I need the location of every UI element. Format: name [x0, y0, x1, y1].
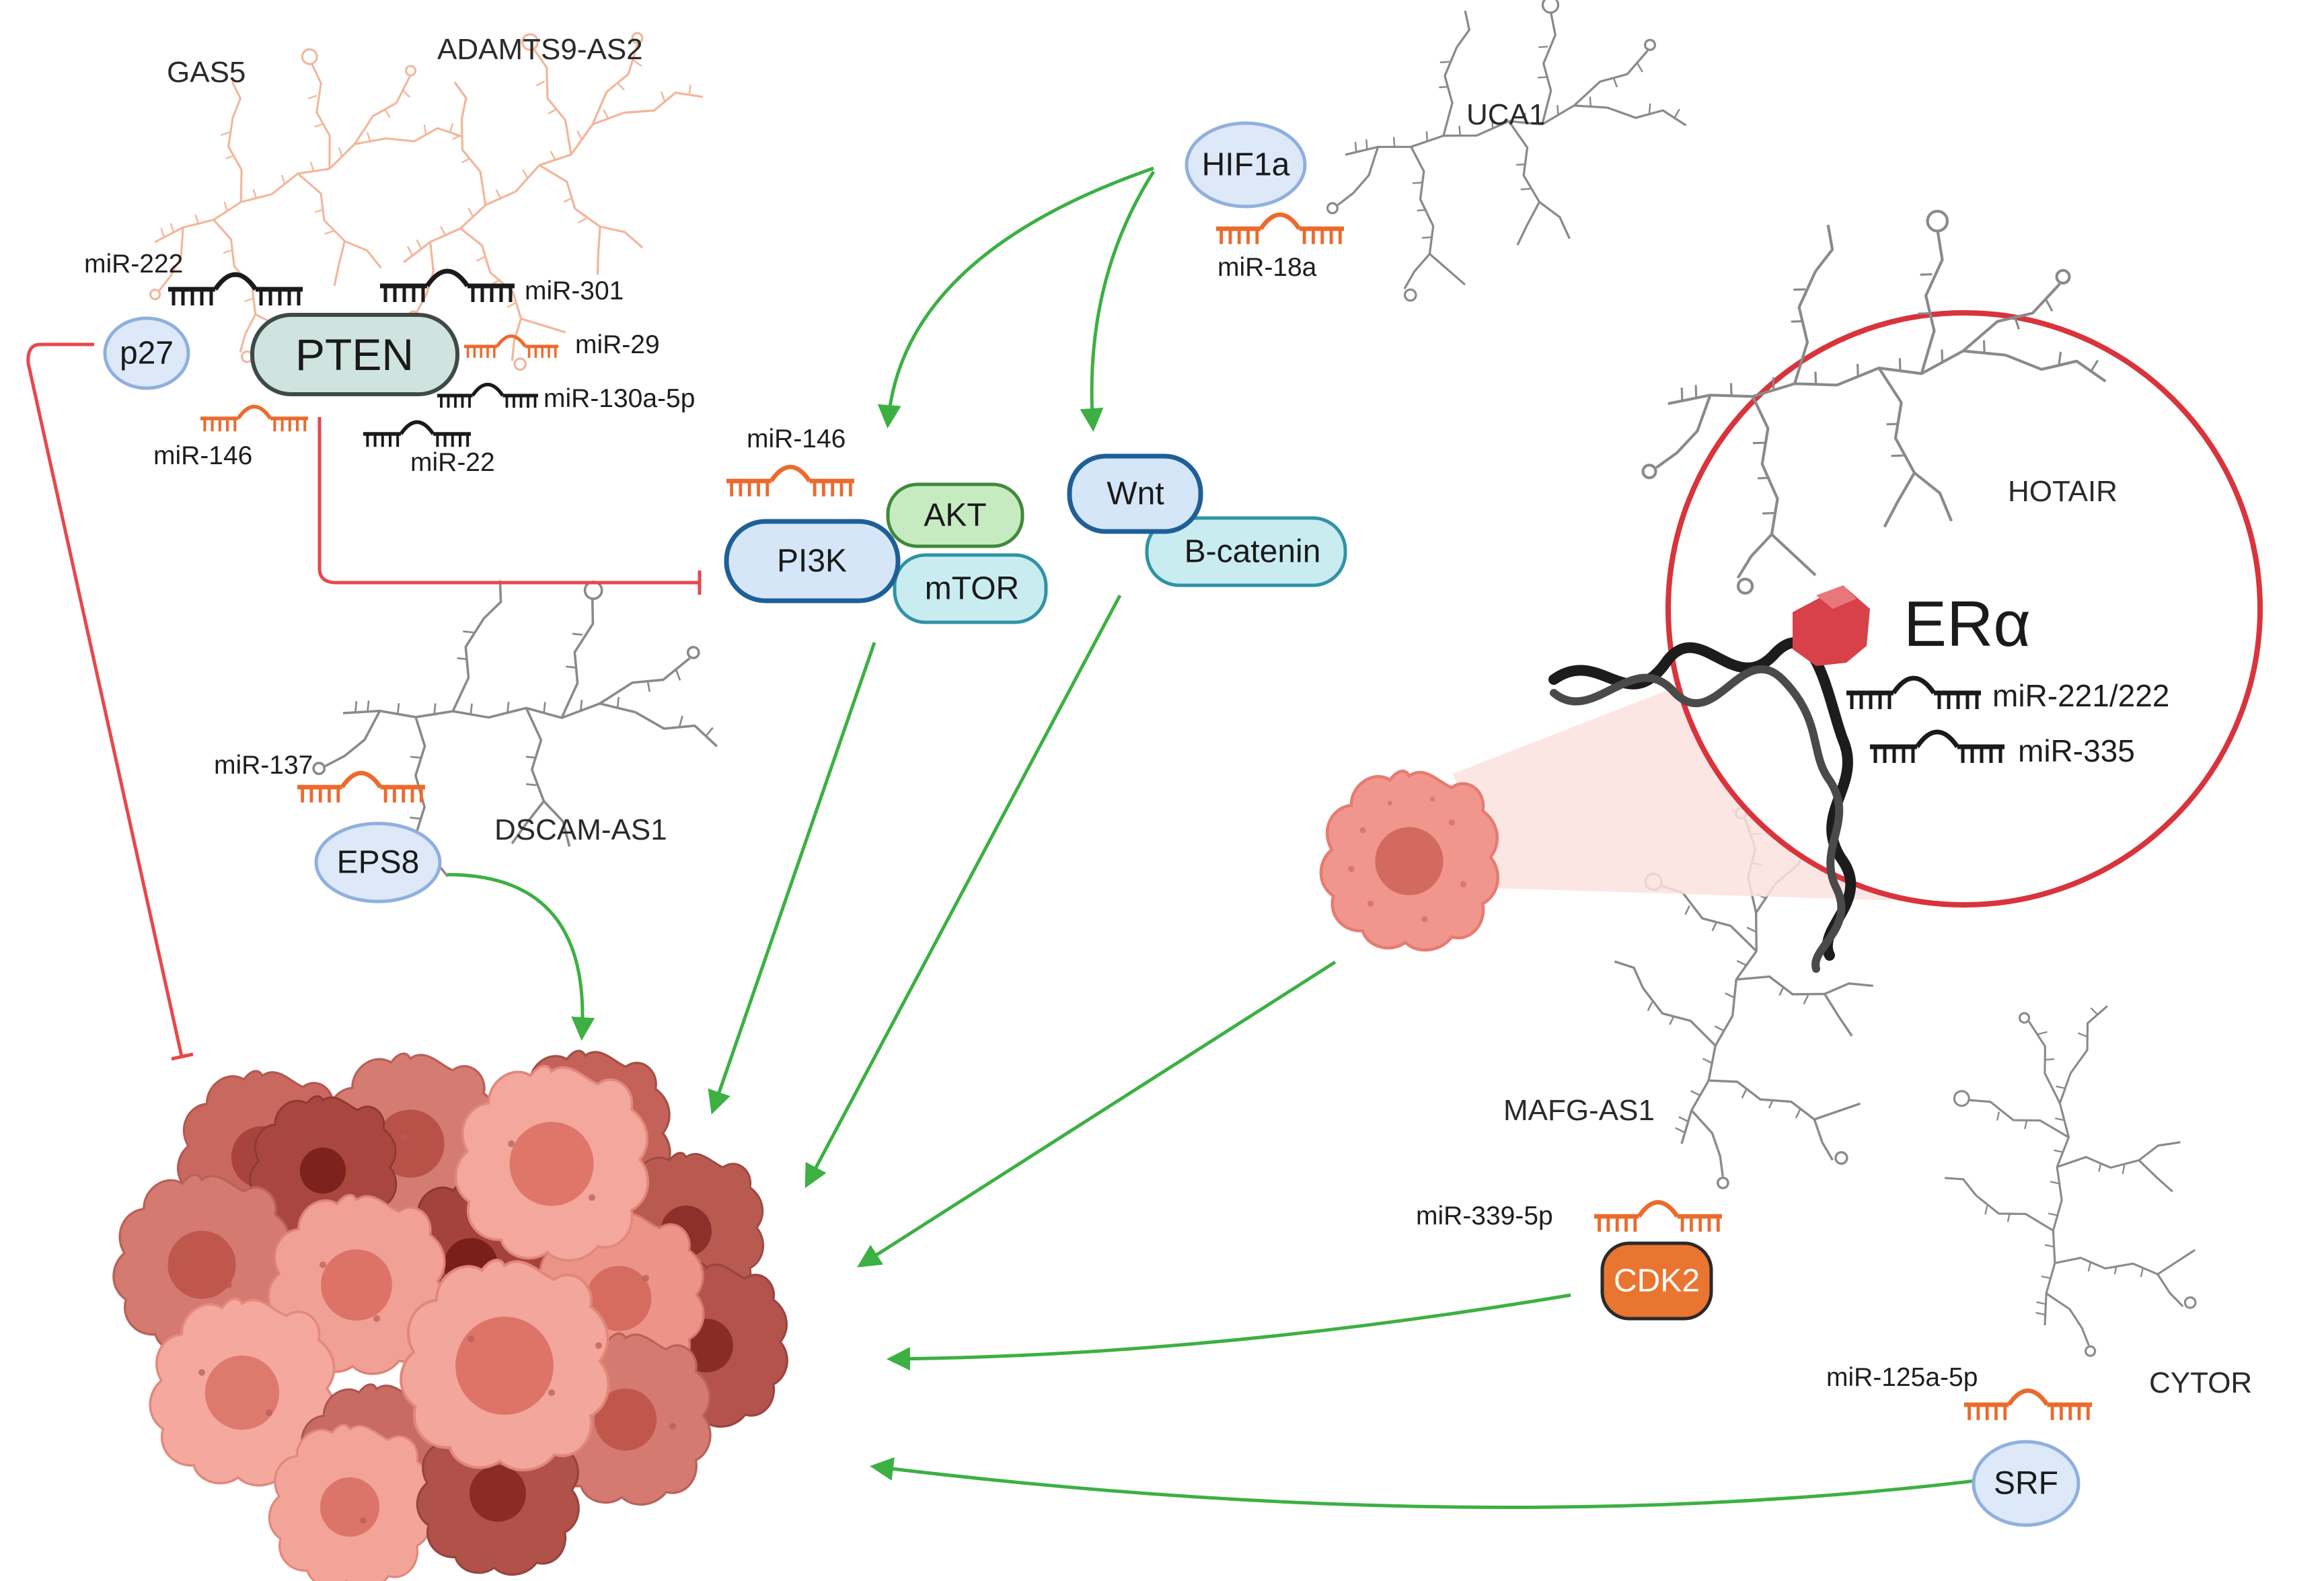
adamts9-as2-label: ADAMTS9-AS2	[437, 33, 643, 66]
wnt-label: Wnt	[1107, 476, 1164, 512]
wnt-node	[1067, 453, 1203, 534]
uca1-label: UCA1	[1466, 98, 1545, 131]
mir-339-5p-icon	[1594, 1202, 1722, 1232]
akt-node	[886, 482, 1024, 548]
mtor-node	[893, 553, 1048, 624]
mir-137-icon	[297, 773, 425, 803]
mir-146-pi3k-icon	[726, 467, 854, 497]
p27-inhibits-tumor-line	[26, 342, 184, 1057]
estrogen-receptor-icon	[1793, 585, 1870, 666]
cell-to-tumor-arrow	[857, 960, 1337, 1267]
pi3k-label: PI3K	[777, 544, 847, 579]
hif1a-label: HIF1a	[1202, 147, 1290, 183]
era-label: ERα	[1904, 588, 2031, 660]
b-catenin-label: B-catenin	[1185, 534, 1321, 570]
pi3k-node	[724, 519, 901, 603]
p27-node	[103, 316, 190, 390]
dscam-as1-label: DSCAM-AS1	[494, 813, 667, 846]
eps8-label: EPS8	[337, 845, 420, 881]
pi3k-to-tumor-arrow	[708, 642, 876, 1115]
srf-label: SRF	[1994, 1466, 2058, 1502]
gas5-label: GAS5	[167, 56, 246, 89]
srf-to-tumor-arrow	[870, 1457, 1982, 1509]
cdk2-to-tumor-arrow	[887, 1293, 1571, 1371]
mir-130a-5p-label: miR-130a-5p	[543, 384, 695, 413]
hotair-label: HOTAIR	[2008, 475, 2117, 508]
mir-29-label: miR-29	[575, 330, 660, 359]
mir-146-top-icon	[200, 406, 308, 431]
b-catenin-node	[1145, 516, 1347, 587]
srf-node	[1972, 1440, 2081, 1527]
mir-18a-icon	[1216, 215, 1344, 244]
mir-137-label: miR-137	[214, 751, 313, 780]
tumor-cluster-icon	[112, 1050, 788, 1581]
eps8-node	[314, 821, 442, 904]
pten-label: PTEN	[295, 330, 414, 379]
mir-335-label: miR-335	[2018, 733, 2135, 768]
uca1-structure-icon	[1312, 0, 1698, 307]
mtor-label: mTOR	[925, 571, 1019, 607]
eps8-to-tumor-arrow	[447, 873, 595, 1041]
p27-inhibition-bar	[171, 1052, 194, 1061]
hif1a-to-wnt-arrow	[1080, 170, 1156, 432]
pten-inhibits-pi3k-line	[317, 417, 700, 585]
p27-label: p27	[120, 336, 174, 371]
mir-22-label: miR-22	[410, 448, 495, 477]
mir-301-label: miR-301	[525, 277, 624, 305]
cytor-structure-icon	[1906, 978, 2253, 1376]
mir-222-icon	[168, 274, 303, 305]
mir-125a-5p-icon	[1964, 1391, 2092, 1420]
mir-18a-label: miR-18a	[1217, 253, 1317, 282]
cdk2-label: CDK2	[1614, 1263, 1700, 1299]
mir-130a-5p-icon	[437, 385, 538, 408]
mir-339-5p-label: miR-339-5p	[1416, 1202, 1553, 1230]
pten-node	[250, 313, 459, 396]
mir-221-222-label: miR-221/222	[1992, 678, 2169, 713]
mir-22-icon	[363, 422, 471, 447]
akt-label: AKT	[924, 498, 986, 534]
mir-146-top-label: miR-146	[153, 441, 252, 470]
mir-29-icon	[464, 336, 558, 358]
mir-222-label: miR-222	[84, 250, 183, 279]
hif1a-to-pi3k-arrow	[877, 166, 1154, 429]
hif1a-node	[1185, 121, 1307, 209]
cytor-label: CYTOR	[2149, 1366, 2252, 1399]
mir-146-pi3k-label: miR-146	[747, 425, 846, 453]
cancer-cell-icon	[1321, 771, 1498, 950]
mafg-as1-label: MAFG-AS1	[1503, 1094, 1655, 1127]
mir-125a-5p-label: miR-125a-5p	[1826, 1363, 1978, 1392]
cdk2-node	[1600, 1241, 1713, 1321]
wnt-to-tumor-arrow	[804, 594, 1122, 1189]
